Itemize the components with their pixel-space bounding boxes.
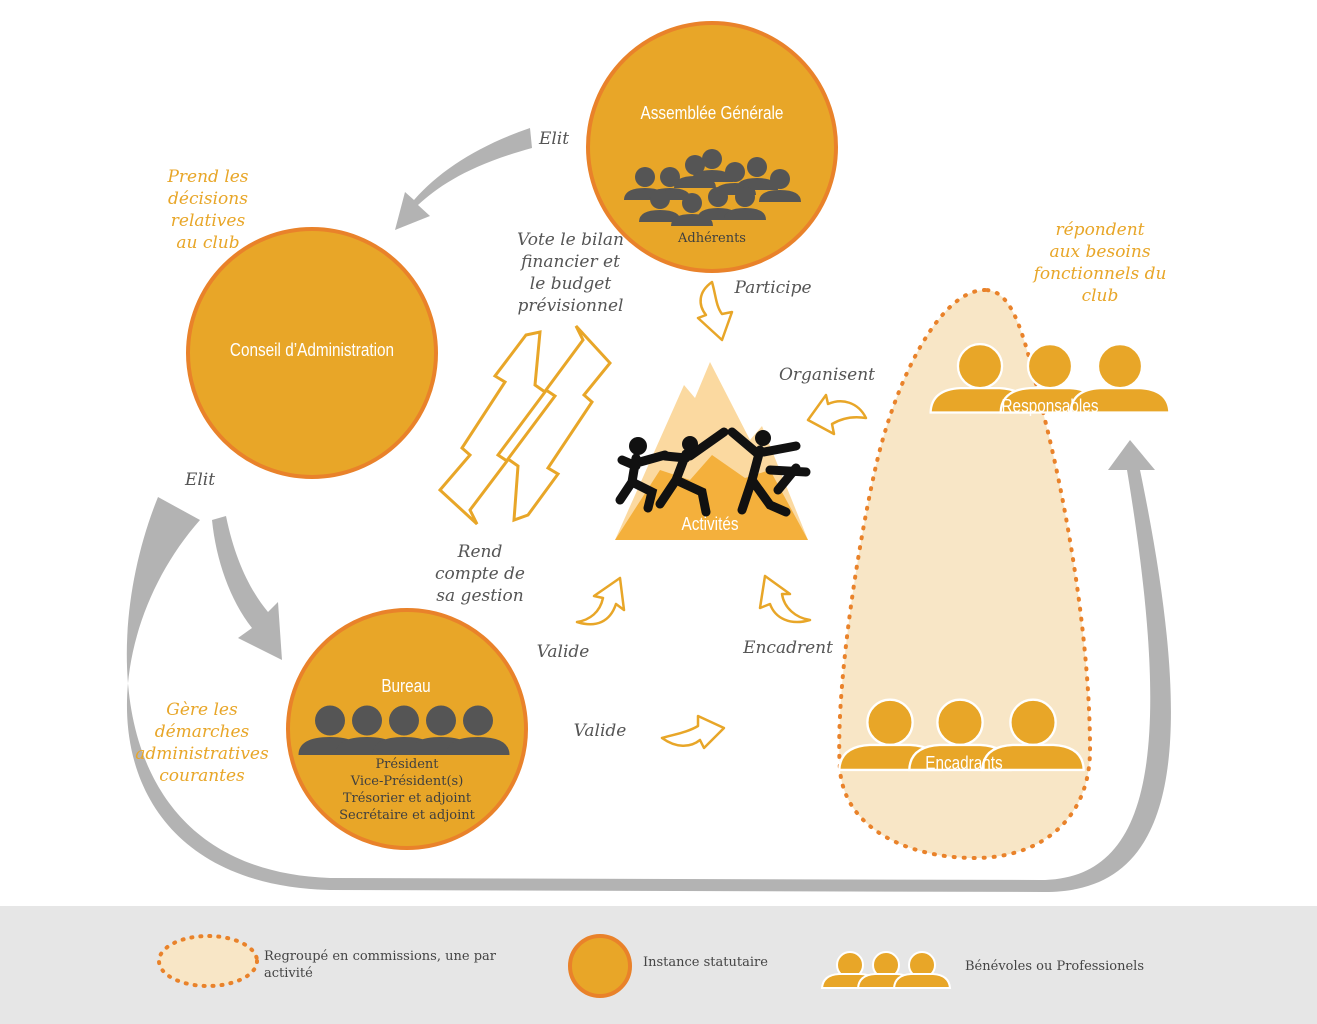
demarches-note: Gère les démarches administratives coura…	[127, 699, 277, 787]
encadrent-label: Encadrent	[743, 638, 833, 658]
rend-line: compte de	[435, 564, 525, 584]
note-line: Prend les	[167, 167, 249, 187]
note-line: courantes	[159, 766, 245, 786]
legend-symbols	[157, 934, 951, 998]
climbers-icon	[615, 427, 811, 517]
people-group-icon	[821, 951, 951, 989]
role-tresorier: Trésorier et adjoint	[342, 791, 472, 806]
elit-left-arrow	[212, 516, 282, 660]
elit-top-label: Elit	[538, 129, 570, 149]
encadrants-title: Encadrants	[925, 753, 1003, 773]
legend-commissions-text: Regroupé en commissions, une par activit…	[264, 948, 524, 982]
legend-benevoles-text: Bénévoles ou Professionels	[965, 959, 1144, 974]
participe-label: Participe	[734, 278, 812, 298]
conseil-title: Conseil d’Administration	[229, 340, 395, 360]
curved-arrow-icon	[575, 280, 868, 750]
legend-bar: Regroupé en commissions, une par activit…	[0, 906, 1317, 1024]
vote-line: Vote le bilan	[517, 230, 624, 250]
note-line: relatives	[170, 211, 246, 231]
note-line: club	[1081, 286, 1119, 306]
valide-label: Valide	[573, 721, 627, 741]
note-line: aux besoins	[1049, 242, 1151, 262]
adherents-label: Adhérents	[678, 231, 746, 246]
besoins-note: répondent aux besoins fonctionnels du cl…	[1022, 219, 1178, 307]
role-president: Président	[375, 757, 439, 772]
elit-top-arrow	[395, 128, 532, 230]
lightning-arrows-icon	[437, 324, 612, 526]
vote-label: Vote le bilan financier et le budget pré…	[498, 229, 643, 317]
conseil-circle	[186, 227, 438, 479]
rend-line: Rend	[457, 542, 503, 562]
activites-title: Activités	[681, 514, 739, 534]
vote-line: financier et	[521, 252, 620, 272]
commission-symbol	[157, 934, 259, 988]
note-line: fonctionnels du	[1033, 264, 1167, 284]
people-group-icon	[298, 705, 510, 755]
note-line: répondent	[1055, 220, 1145, 240]
elit-left-label: Elit	[184, 470, 216, 490]
legend-line: Regroupé en commissions, une par	[264, 949, 496, 964]
instance-symbol	[568, 934, 632, 998]
valide-label: Valide	[536, 642, 590, 662]
organisent-label: Organisent	[778, 365, 876, 385]
rend-line: sa gestion	[436, 586, 524, 606]
note-line: au club	[176, 233, 240, 253]
note-line: Gère les	[166, 700, 238, 720]
vote-line: le budget	[529, 274, 612, 294]
vote-line: prévisionnel	[517, 296, 624, 316]
note-line: décisions	[168, 189, 248, 209]
note-line: administratives	[135, 744, 269, 764]
bureau-title: Bureau	[381, 676, 431, 696]
responsables-title: Responsables	[1001, 396, 1099, 416]
role-vice-president: Vice-Président(s)	[350, 774, 464, 789]
legend-instance-text: Instance statutaire	[643, 955, 768, 970]
bureau-roles: Président Vice-Président(s) Trésorier et…	[317, 756, 497, 824]
decisions-note: Prend les décisions relatives au club	[148, 166, 268, 254]
assemblee-circle	[586, 21, 838, 273]
legend-line: activité	[264, 966, 313, 981]
role-secretaire: Secrétaire et adjoint	[339, 808, 475, 823]
rend-label: Rend compte de sa gestion	[420, 541, 540, 607]
assemblee-title: Assemblée Générale	[640, 103, 784, 123]
note-line: démarches	[154, 722, 250, 742]
